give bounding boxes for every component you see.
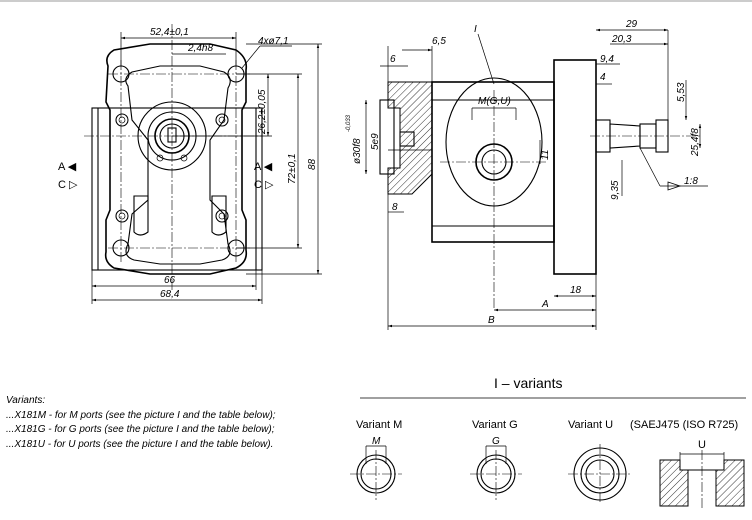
label-i: I (474, 24, 477, 35)
dim-width-inner: 66 (164, 275, 176, 286)
dim-hole-spacing: 72±0,1 (287, 153, 298, 184)
variants-heading: Variants: (6, 395, 46, 406)
variant-note-g: ...X181G - for G ports (see the picture … (6, 424, 275, 435)
dim-shaft-offset: 26,2±0,05 (257, 89, 268, 135)
variant-m-label: Variant M (356, 419, 402, 431)
dim-top-width: 52,4±0,1 (150, 27, 189, 38)
dim-height: 88 (307, 158, 318, 170)
dim-holes: 4xø7,1 (258, 36, 289, 47)
port-c-right: C ▷ (254, 179, 274, 191)
dim-taper: 1:8 (684, 176, 698, 187)
dim-4: 4 (600, 72, 606, 83)
variant-g-label: Variant G (472, 419, 518, 431)
letter-g: G (492, 436, 500, 447)
dim-6-5: 6,5 (432, 36, 446, 47)
variants-title: I – variants (494, 375, 562, 391)
variant-g-port: G (470, 436, 522, 500)
variant-note-m: ...X181M - for M ports (see the picture … (6, 409, 276, 421)
dim-25-4: 25,4f8 (690, 128, 701, 157)
dim-shaft-dia: ø30f8 (352, 138, 363, 164)
variants-notes: Variants: ...X181M - for M ports (see th… (6, 394, 336, 452)
dim-a: A (541, 299, 549, 310)
port-label: M(G,U) (478, 96, 511, 107)
dim-9-35: 9,35 (610, 180, 621, 200)
variant-u-section: U (659, 439, 745, 510)
dim-6: 6 (390, 54, 396, 65)
variant-m-port: M (350, 436, 402, 500)
standard-label: (SAEJ475 (ISO R725) (630, 419, 738, 431)
dim-29: 29 (625, 19, 638, 30)
port-a-left: A ◀ (58, 161, 77, 173)
side-view: M(G,U) I 6,5 6 ø30f8 -0,033 5e9 8 11 29 … (346, 19, 708, 330)
dim-b: B (488, 315, 495, 326)
dim-11: 11 (540, 150, 551, 160)
port-a-right: A ◀ (254, 161, 273, 173)
dim-8: 8 (392, 202, 398, 213)
dim-width-outer: 68,4 (160, 289, 180, 300)
pump-body-back (91, 107, 263, 271)
dim-key: 5e9 (370, 133, 381, 150)
letter-u: U (698, 439, 706, 451)
front-cover-section (387, 81, 433, 195)
dim-9-4: 9,4 (600, 54, 614, 65)
dim-spigot: 2,4h8 (187, 43, 213, 54)
dim-shaft-tol: -0,033 (346, 114, 352, 132)
variant-u-label: Variant U (568, 419, 613, 431)
letter-m: M (372, 436, 381, 447)
variants-panel: I – variants Variant M Variant G Variant… (350, 375, 746, 510)
variant-note-u: ...X181U - for U ports (see the picture … (6, 438, 274, 450)
variant-u-port (568, 444, 632, 504)
dim-18: 18 (570, 285, 582, 296)
flange-outline (104, 43, 248, 275)
dim-5-53: 5,53 (676, 82, 687, 102)
front-view: 52,4±0,1 2,4h8 4xø7,1 26,2±0,05 72±0,1 8… (58, 24, 322, 304)
port-c-left: C ▷ (58, 179, 78, 191)
rear-flange (553, 59, 597, 275)
dim-20-3: 20,3 (611, 34, 632, 45)
inner-pocket (125, 65, 231, 265)
